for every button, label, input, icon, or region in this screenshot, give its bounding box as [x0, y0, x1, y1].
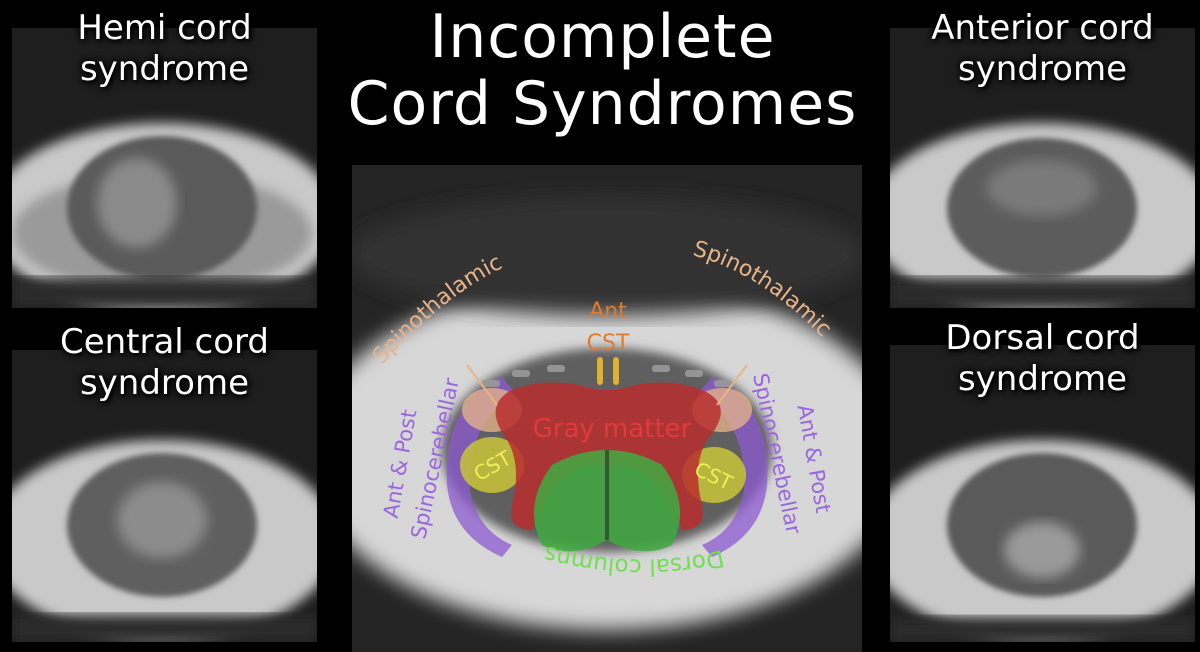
gray-matter-label: Gray matter	[533, 414, 692, 444]
ant-cst-label-line1: Ant	[589, 299, 627, 324]
anterior-cord-image	[890, 28, 1195, 308]
dorsal-cord-image	[890, 345, 1195, 642]
cst-left	[460, 437, 524, 493]
anterior-cord-label-line2: syndrome	[957, 48, 1128, 89]
spinocerebellar-tract-left	[446, 377, 517, 557]
central-cord-label: Central cord syndrome	[12, 322, 317, 404]
hemi-cord-label: Hemi cord syndrome	[12, 8, 317, 90]
ant-cst-right	[613, 357, 619, 385]
dorsal-cord-mri	[890, 345, 1195, 642]
anterior-cord-label: Anterior cord syndrome	[890, 8, 1195, 90]
page-title: Incomplete Cord Syndromes	[330, 2, 875, 140]
central-cord-mri	[12, 350, 317, 642]
central-cord-label-line1: Central cord	[59, 322, 270, 362]
hemi-cord-label-line1: Hemi cord	[77, 8, 252, 48]
anterior-cord-mri	[890, 28, 1195, 308]
dorsal-cord-label-line1: Dorsal cord	[945, 318, 1140, 358]
ant-cst-left	[597, 357, 603, 385]
leader-line-left	[466, 364, 498, 406]
hemi-cord-image	[12, 28, 317, 308]
anterior-cord-label-line1: Anterior cord	[931, 8, 1154, 48]
central-cord-image	[12, 350, 317, 642]
hemi-cord-label-line2: syndrome	[79, 48, 250, 89]
spinocerebellar-tract-right	[697, 377, 768, 557]
dorsal-cord-label: Dorsal cord syndrome	[890, 318, 1195, 400]
center-diagram: Spinothalamic Spinothalamic Ant CST Gray…	[352, 165, 862, 652]
title-line2: Cord Syndromes	[347, 69, 858, 140]
cord-anatomy-diagram: Spinothalamic Spinothalamic Ant CST Gray…	[352, 165, 862, 652]
central-cord-label-line2: syndrome	[79, 362, 250, 403]
dorsal-cord-label-line2: syndrome	[957, 358, 1128, 399]
ant-cst-label-line2: CST	[587, 331, 630, 356]
title-line1: Incomplete	[429, 2, 776, 72]
hemi-cord-mri	[12, 28, 317, 308]
leader-line-right	[716, 364, 748, 406]
